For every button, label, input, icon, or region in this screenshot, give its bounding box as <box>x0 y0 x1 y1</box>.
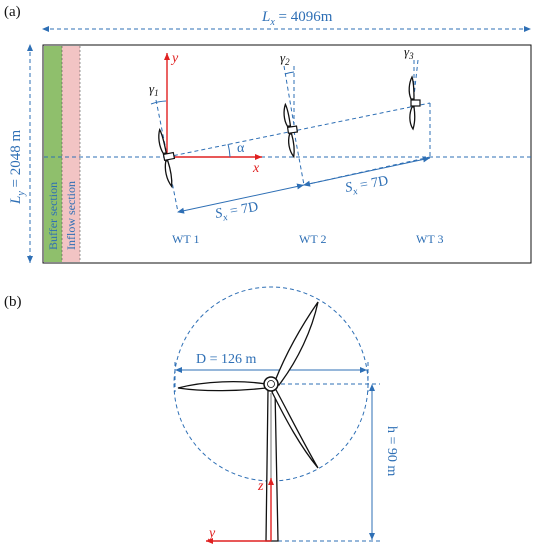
wt1-label: WT 1 <box>172 232 199 246</box>
blade-up <box>274 301 319 386</box>
ly-dimension-label: Ly = 2048 m <box>8 129 27 205</box>
tower <box>265 389 279 542</box>
wt3-label: WT 3 <box>416 232 443 246</box>
blade-down <box>271 386 319 469</box>
sx2-dimension-line <box>303 156 431 187</box>
inflow-section-label: Inflow section <box>64 181 78 250</box>
panel-b-label: (b) <box>4 294 22 310</box>
gamma1-label: γ1 <box>149 81 159 98</box>
z-axis-label: z <box>257 479 264 494</box>
panel-a-label: (a) <box>4 4 21 20</box>
diameter-label: D = 126 m <box>196 352 257 367</box>
sx1-dimension-line <box>177 183 305 214</box>
sx1-label: Sx = 7D <box>214 200 260 225</box>
blade-left <box>177 381 267 392</box>
y-axis-label: y <box>170 51 179 66</box>
buffer-section <box>44 46 62 262</box>
gamma2-label: γ2 <box>280 50 290 67</box>
height-label: h = 90 m <box>384 426 399 476</box>
inflow-section <box>62 46 80 262</box>
domain-box <box>42 44 532 264</box>
sx2-label: Sx = 7D <box>344 174 390 199</box>
y-axis-label-b: y <box>207 526 216 541</box>
x-axis-label: x <box>252 161 260 176</box>
turbine-2-top-view <box>283 102 299 159</box>
lx-dimension-label: Lx = 4096m <box>261 9 333 28</box>
panel-b: (b) D = 126 m h = 90 m z y <box>4 286 399 544</box>
wt2-label: WT 2 <box>299 232 326 246</box>
alpha-arc <box>227 143 231 158</box>
turbine-alignment-line <box>166 102 431 158</box>
alpha-label: α <box>237 141 245 156</box>
gamma3-label: γ3 <box>404 44 414 61</box>
panel-a: (a) Lx = 4096m Ly = 2048 m Buffer sectio… <box>4 4 532 264</box>
buffer-section-label: Buffer section <box>46 182 60 250</box>
turbine-1-top-view <box>158 128 176 189</box>
turbine-3-top-view <box>408 75 421 131</box>
